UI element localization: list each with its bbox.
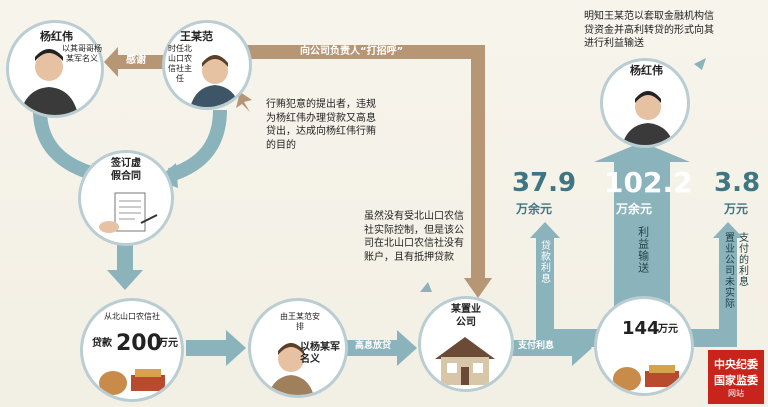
note-pointer-company	[420, 282, 432, 292]
note-pointer-yang	[694, 58, 706, 70]
total-amount: 144	[622, 318, 660, 339]
total-portrait	[594, 296, 694, 396]
person-icon	[20, 49, 78, 115]
proxy-line1: 由王某范安排	[280, 312, 320, 331]
loan-prefix: 贷款	[92, 338, 112, 349]
money-icon	[99, 369, 165, 395]
total-unit: 万元	[658, 324, 678, 335]
contract-icon	[99, 192, 158, 233]
loan-portrait	[80, 298, 184, 402]
wang-to-contract-arrow	[167, 109, 227, 182]
cdc-logo: 中央纪委 国家监委 网站	[708, 350, 764, 404]
loan-to-proxy-arrow	[186, 340, 228, 356]
thank-label: 感谢	[126, 55, 146, 66]
center-amount: 102.2	[604, 166, 693, 199]
loan-amount: 200	[116, 331, 162, 356]
contract-portrait	[78, 150, 174, 246]
wang-role: 时任北山口农信社主任	[168, 44, 192, 83]
note-pointer-wang	[236, 92, 252, 112]
person-icon	[622, 91, 674, 145]
yang-top-left-role: 以其哥哥杨某军名义	[62, 44, 102, 63]
proxy-portrait	[248, 298, 348, 398]
center-label: 利益输送	[636, 226, 650, 274]
company-portrait	[418, 296, 514, 392]
yang-right-note: 明知王某范以套取金融机构信贷资金并高利转贷的形式向其进行利益输送	[584, 11, 714, 49]
greet-arrow	[245, 45, 485, 280]
center-big-arrow	[614, 160, 670, 310]
right-label-b: 置业公司未实际	[722, 232, 734, 309]
right-label-a: 支付的利息	[736, 232, 748, 287]
left-unit: 万余元	[516, 202, 553, 216]
left-label: 贷款利息	[538, 240, 550, 284]
right-unit: 万元	[724, 202, 749, 216]
loan-unit: 万元	[158, 338, 178, 349]
wang-note: 行贿犯意的提出者，违规为杨红伟办理贷款又高息贷出，达成向杨红伟行贿的目的	[266, 99, 376, 151]
yang-right-name: 杨红伟	[630, 64, 663, 77]
company-note: 虽然没有受北山口农信社实际控制，但是该公司在北山口农信社没有账户，且有抵押贷款	[364, 211, 464, 263]
yang-top-left-name: 杨红伟	[40, 30, 73, 43]
thank-arrow	[104, 47, 170, 77]
yang-right-portrait	[600, 58, 690, 148]
contract-title: 签订虚假合同	[111, 158, 141, 182]
house-icon	[435, 337, 495, 385]
company-name: 某置业公司	[451, 304, 481, 328]
wang-portrait	[162, 20, 252, 110]
left-split-arrow	[536, 236, 606, 347]
greet-label: 向公司负责人“打招呼”	[300, 46, 404, 57]
left-amount: 37.9	[512, 168, 577, 198]
proxy-line2: 以杨某军名义	[300, 342, 340, 365]
pay-interest-label: 支付利息	[518, 341, 555, 351]
money-icon	[613, 365, 679, 391]
right-amount: 3.8	[714, 168, 761, 198]
center-unit: 万余元	[616, 202, 653, 216]
yang-top-left-portrait	[6, 20, 104, 118]
high-interest-label: 高息放贷	[355, 341, 392, 351]
person-icon	[268, 343, 314, 395]
loan-label-top: 从北山口农信社	[104, 312, 160, 321]
wang-name: 王某范	[180, 30, 213, 43]
proxy-to-company-arrow	[347, 340, 399, 356]
person-icon	[190, 55, 240, 107]
